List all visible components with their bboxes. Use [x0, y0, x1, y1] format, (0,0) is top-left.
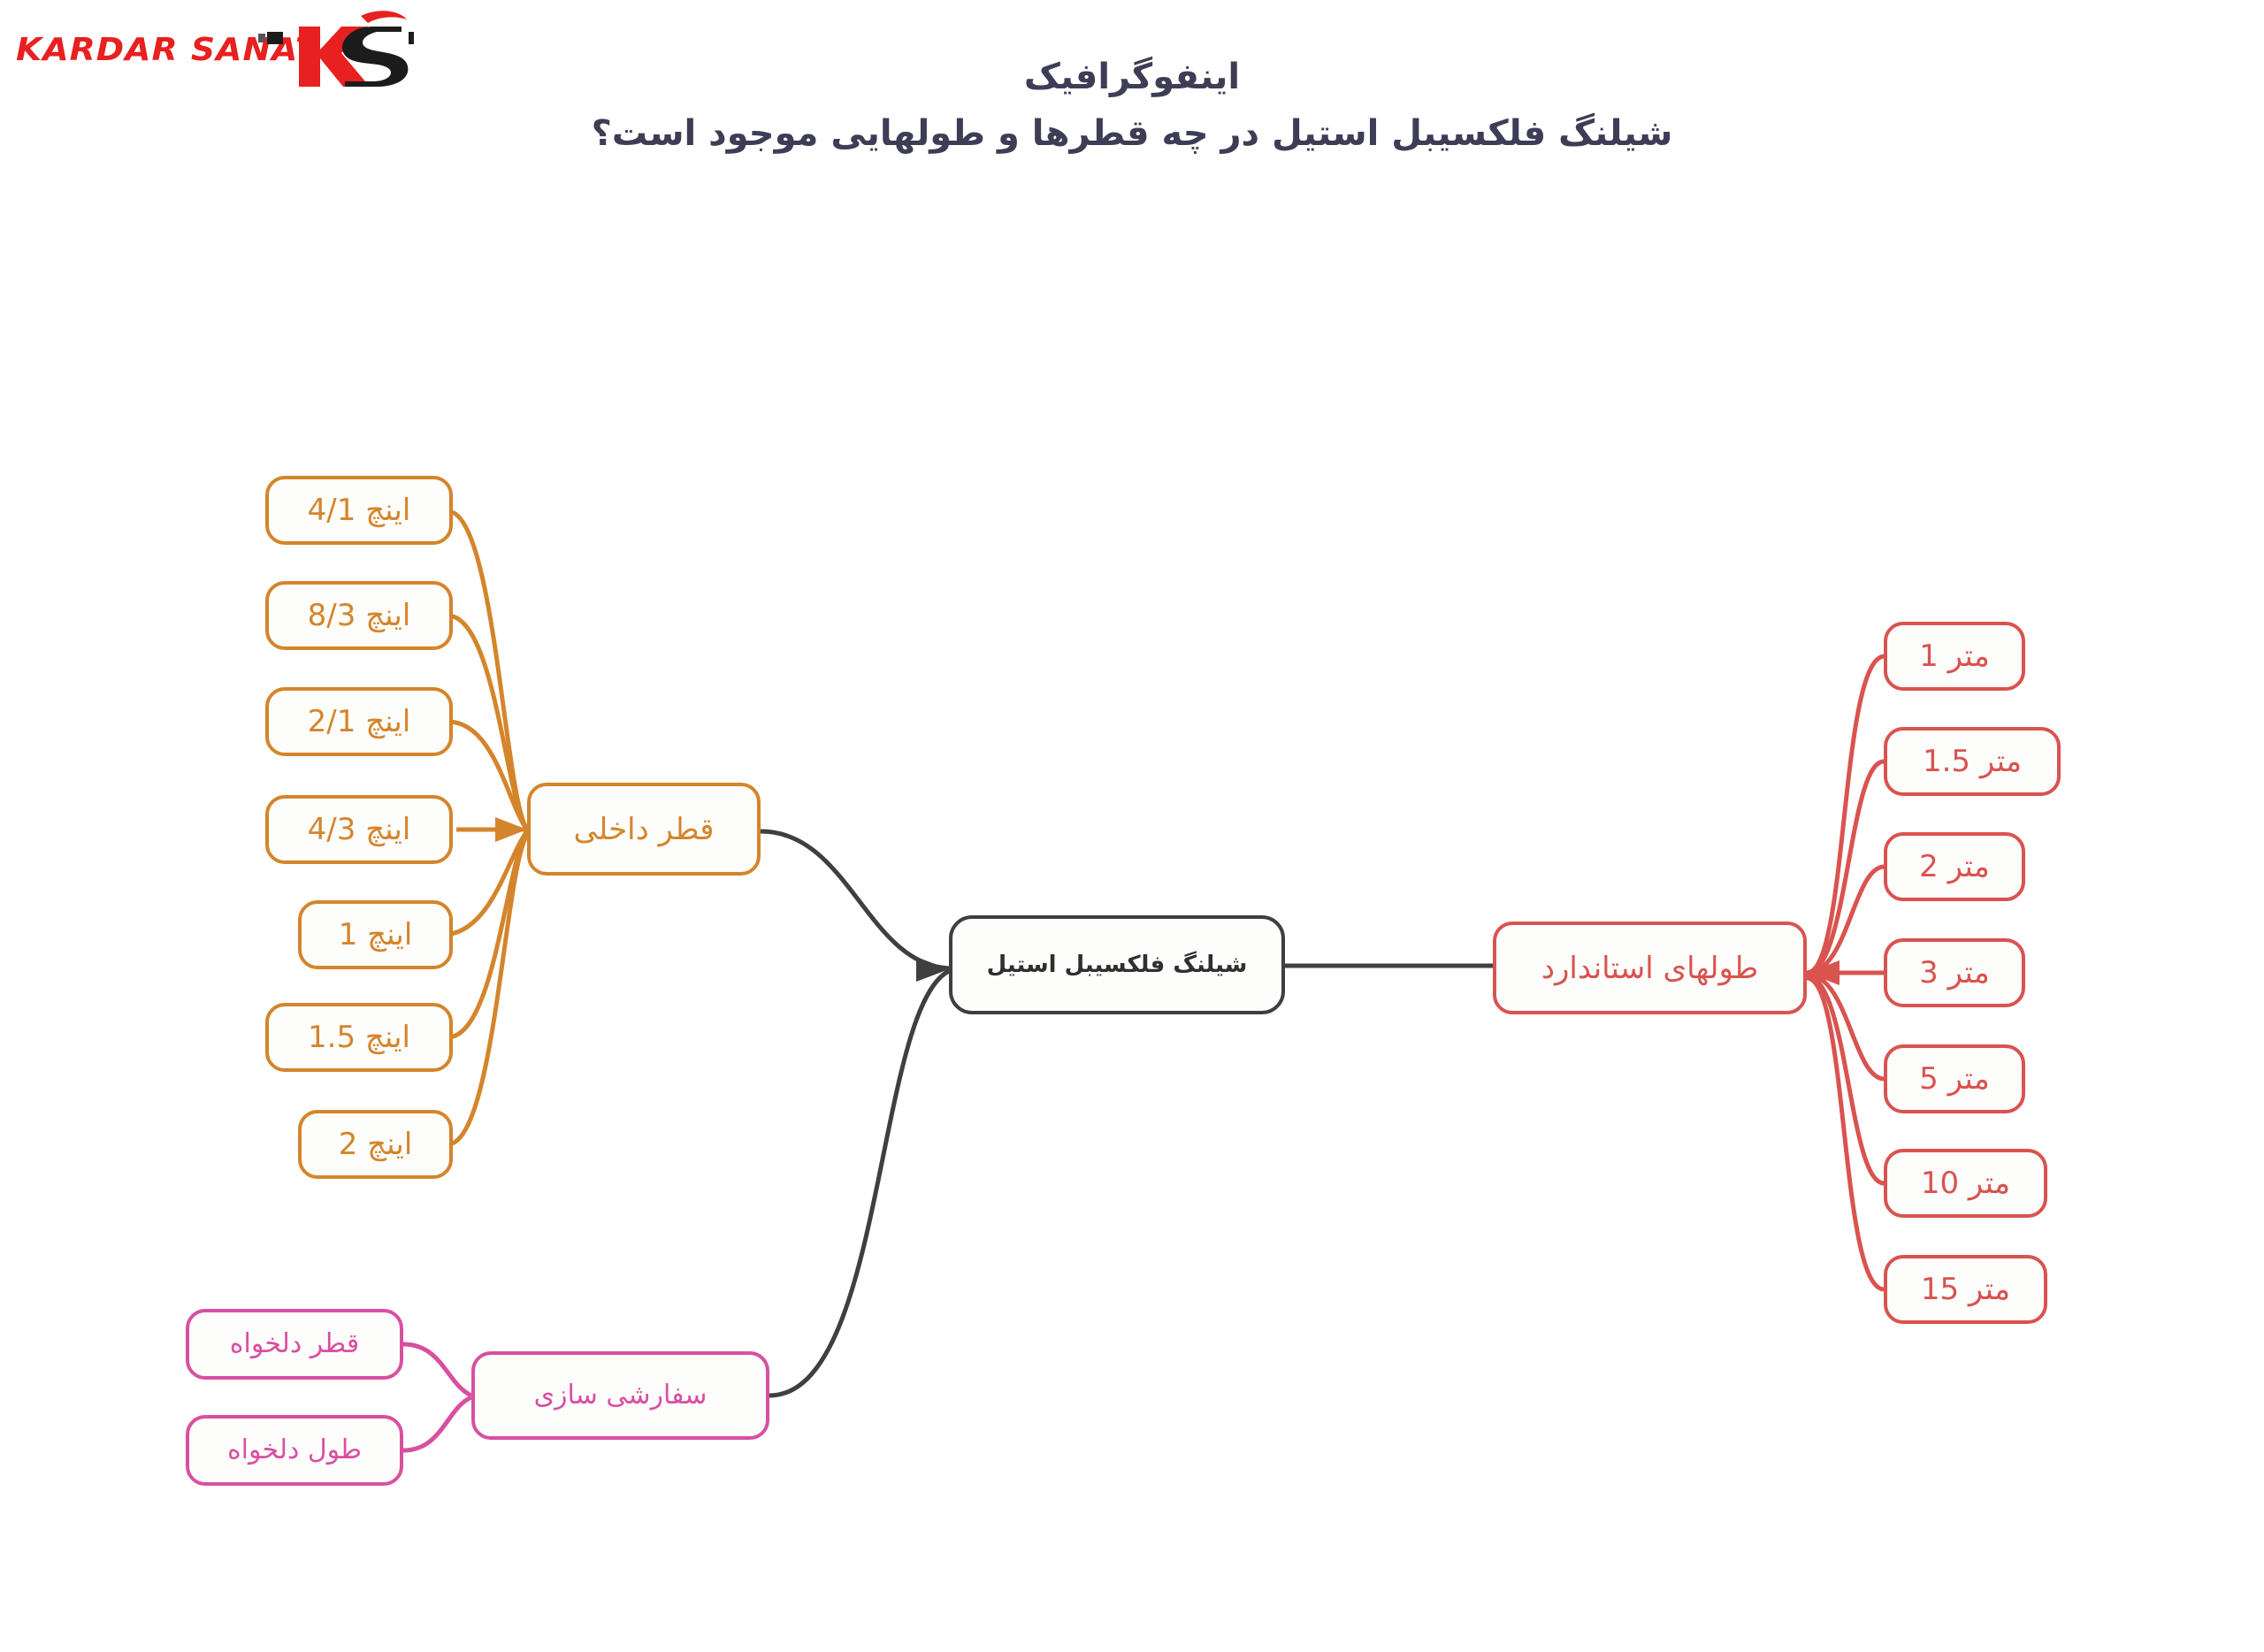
connectors-standard-lengths: [1806, 654, 1885, 1292]
branch-standard-lengths[interactable]: طولهای استاندارد: [1493, 922, 1807, 1014]
branch-label: سفارشی سازی: [533, 1380, 708, 1411]
leaf-label: قطر دلخواه: [229, 1328, 360, 1359]
connectors-customization: [402, 1342, 473, 1453]
leaf-label: متر 1.5: [1922, 744, 2023, 779]
branch-inner-diameter[interactable]: قطر داخلی: [527, 783, 761, 876]
leaf-standard-lengths-4[interactable]: متر 5: [1884, 1044, 2025, 1113]
branch-label: طولهای استاندارد: [1541, 950, 1759, 986]
leaf-label: طول دلخواه: [226, 1434, 363, 1465]
leaf-standard-lengths-6[interactable]: متر 15: [1884, 1255, 2047, 1324]
leaf-label: متر 2: [1919, 849, 1990, 884]
leaf-customization-1[interactable]: طول دلخواه: [186, 1415, 403, 1486]
leaf-inner-diameter-0[interactable]: اینچ 4/1: [265, 476, 453, 545]
leaf-inner-diameter-3[interactable]: اینچ 4/3: [265, 795, 453, 864]
header-block: اینفوگرافیک شیلنگ فلکسیبل استیل در چه قط…: [0, 55, 2264, 156]
root-node[interactable]: شیلنگ فلکسیبل استیل: [949, 915, 1285, 1014]
leaf-inner-diameter-1[interactable]: اینچ 8/3: [265, 581, 453, 650]
connectors-root: [760, 829, 1493, 1398]
ks-monogram-icon: [258, 11, 414, 87]
leaf-standard-lengths-1[interactable]: متر 1.5: [1884, 727, 2061, 796]
page-subtitle: شیلنگ فلکسیبل استیل در چه قطرها و طولهای…: [591, 113, 1673, 154]
leaf-inner-diameter-6[interactable]: اینچ 2: [298, 1110, 453, 1179]
leaf-standard-lengths-5[interactable]: متر 10: [1884, 1149, 2047, 1218]
connectors-inner-diameter: [441, 509, 530, 1147]
leaf-inner-diameter-5[interactable]: اینچ 1.5: [265, 1003, 453, 1072]
leaf-standard-lengths-2[interactable]: متر 2: [1884, 832, 2025, 901]
leaf-label: متر 3: [1919, 955, 1990, 990]
leaf-label: متر 10: [1920, 1166, 2011, 1201]
leaf-inner-diameter-4[interactable]: اینچ 1: [298, 900, 453, 969]
branch-label: قطر داخلی: [573, 811, 715, 847]
leaf-label: اینچ 1.5: [308, 1020, 411, 1055]
branch-customization[interactable]: سفارشی سازی: [471, 1351, 769, 1440]
page-title: اینفوگرافیک: [1023, 57, 1241, 97]
brand-logo: KARDAR SANAT: [9, 5, 414, 87]
leaf-label: اینچ 4/3: [307, 812, 411, 847]
leaf-label: متر 1: [1919, 639, 1990, 674]
leaf-label: اینچ 2: [338, 1127, 413, 1162]
leaf-label: اینچ 4/1: [307, 493, 411, 528]
leaf-label: اینچ 8/3: [307, 598, 411, 633]
leaf-label: متر 15: [1920, 1272, 2011, 1307]
leaf-label: اینچ 1: [338, 917, 413, 952]
leaf-label: متر 5: [1919, 1061, 1990, 1097]
leaf-label: اینچ 2/1: [307, 704, 411, 739]
root-label: شیلنگ فلکسیبل استیل: [986, 952, 1248, 978]
leaf-customization-0[interactable]: قطر دلخواه: [186, 1309, 403, 1380]
leaf-standard-lengths-3[interactable]: متر 3: [1884, 938, 2025, 1007]
leaf-inner-diameter-2[interactable]: اینچ 2/1: [265, 687, 453, 756]
leaf-standard-lengths-0[interactable]: متر 1: [1884, 622, 2025, 691]
